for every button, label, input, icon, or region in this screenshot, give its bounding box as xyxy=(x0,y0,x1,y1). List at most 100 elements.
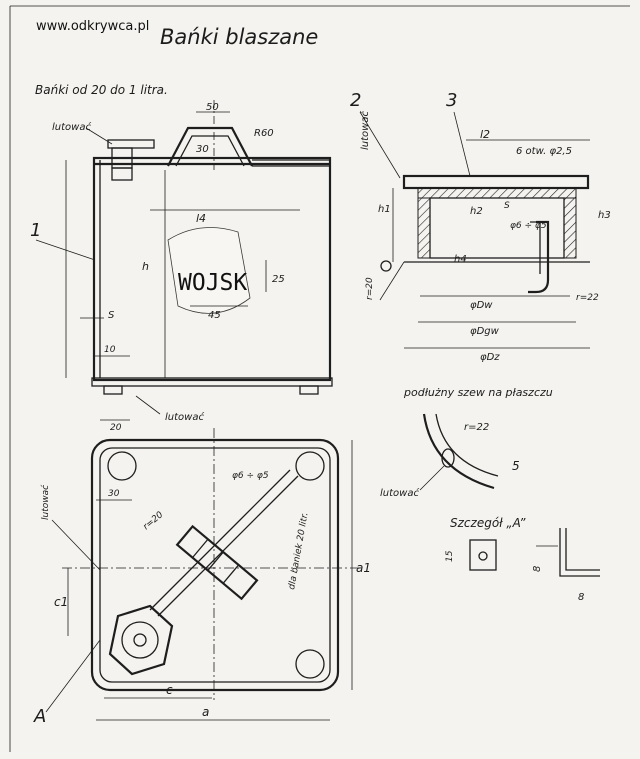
carry-handle xyxy=(167,126,253,167)
dim-r22-label-section: r=22 xyxy=(576,293,599,303)
section-hatched-left xyxy=(417,197,431,259)
plan-phi6-label: φ6 ÷ φ5 xyxy=(232,471,269,481)
dim-r20-label: r=20 xyxy=(365,277,375,300)
stamp-area xyxy=(167,227,251,314)
can-foot-left xyxy=(103,385,123,395)
seam-detail: podłużny szew na płaszczu r=22 5 lutować xyxy=(380,386,553,499)
detail-a-profile xyxy=(559,528,600,577)
lutowac-label-plan: lutować xyxy=(40,484,51,520)
dim-30-plan-label: 30 xyxy=(108,489,120,499)
dim-h3-label: h3 xyxy=(598,210,611,221)
plan-cap-circle xyxy=(121,621,159,659)
leader-lutowac-seam xyxy=(419,465,445,491)
view-number-1: 1 xyxy=(30,220,41,241)
dim-l4-label: l4 xyxy=(196,212,206,225)
seam-note: podłużny szew na płaszczu xyxy=(403,386,553,399)
detail-a-dim-15: 15 xyxy=(445,550,455,562)
leader-lutowac-plan xyxy=(51,519,101,571)
plan-cap-center xyxy=(133,633,147,647)
plan-hex-cap xyxy=(108,604,174,676)
dim-l2-label: l2 xyxy=(480,128,490,141)
seam-curve xyxy=(422,413,495,490)
lutowac-label-seam: lutować xyxy=(380,487,419,499)
dim-c-label: c xyxy=(166,683,173,697)
plan-handle-block xyxy=(175,524,259,601)
dim-30-label: 30 xyxy=(196,144,209,155)
plan-corner-br xyxy=(295,649,325,679)
lutowac-label-section: lutować xyxy=(359,111,371,150)
detail-a-dim-8: 8 xyxy=(532,566,543,572)
section-top-plate xyxy=(402,174,590,190)
dim-50-label: 50 xyxy=(206,102,219,113)
detail-a-profile-inner xyxy=(565,528,600,571)
dim-dw-label: φDw xyxy=(470,300,493,311)
leader-callout-a xyxy=(45,639,101,713)
detail-a-box xyxy=(469,539,497,571)
plan-callout-a: A xyxy=(33,706,46,727)
leader-lutowac-base xyxy=(135,395,161,415)
spout-pipe-inner xyxy=(530,221,541,274)
dim-a1-label: a1 xyxy=(356,561,371,575)
watermark: www.odkrywca.pl xyxy=(34,19,152,34)
cap-top xyxy=(107,139,155,149)
plan-view: a1 a c c1 30 φ6 ÷ φ5 r=20 dla baniek 20 … xyxy=(33,428,371,727)
section-wall-slope xyxy=(379,261,405,301)
view-1-side-elevation: 1 50 30 R60 lutować l4 h xyxy=(30,100,333,433)
can-base xyxy=(91,377,333,387)
carry-handle-inner xyxy=(175,135,245,167)
section-hatched-right xyxy=(563,197,577,259)
lutowac-label-base: lutować xyxy=(165,411,204,423)
detail-a: Szczegół „A” 15 8 8 xyxy=(445,516,600,603)
seam-r22-label: r=22 xyxy=(464,422,489,433)
view-number-3: 3 xyxy=(446,90,457,111)
phi6-label: φ6 ÷ φ5 xyxy=(510,221,547,231)
leader-lutowac-top xyxy=(85,127,113,145)
seam-s-label: 5 xyxy=(512,459,520,473)
leader-2 xyxy=(359,111,401,179)
dim-25-label: 25 xyxy=(272,274,285,285)
drawing-subtitle: Bańki od 20 do 1 litra. xyxy=(35,83,168,97)
otwor-label: 6 otw. φ2,5 xyxy=(516,146,572,157)
cap-collar xyxy=(111,167,133,181)
seam-fold xyxy=(441,448,455,468)
dim-dgw-label: φDgw xyxy=(470,326,500,337)
plan-corner-tl xyxy=(107,451,137,481)
dim-dz-label: φDz xyxy=(480,352,500,363)
detail-a-hole xyxy=(478,551,488,561)
dim-10-label: 10 xyxy=(104,345,116,355)
plan-handle-group xyxy=(175,524,259,601)
dim-s-label: S xyxy=(108,310,115,321)
section-hatched-top xyxy=(417,187,577,199)
dim-h1-label: h1 xyxy=(378,204,391,215)
plan-inner xyxy=(99,447,331,683)
leader-1 xyxy=(35,239,96,261)
section-inner-cavity xyxy=(429,197,565,259)
stamp-text: WOJSK xyxy=(178,270,247,296)
section-bead xyxy=(380,260,392,272)
plan-r20-label: r=20 xyxy=(142,510,166,532)
dim-s-label-2: S xyxy=(504,201,510,211)
dim-h-label: h xyxy=(142,260,149,273)
dim-h2-label: h2 xyxy=(470,206,483,217)
view-2-3-section: 2 3 l2 6 otw. φ2,5 φDw φDgw φDz h1 h2 h3… xyxy=(350,90,611,363)
view-number-2: 2 xyxy=(350,90,361,111)
can-foot-right xyxy=(299,385,319,395)
drawing-title: Bańki blaszane xyxy=(160,25,318,49)
dim-c1-label: c1 xyxy=(54,595,68,609)
dim-a-label: a xyxy=(202,705,209,719)
dim-20-label: 20 xyxy=(110,423,122,433)
dim-h4-label: h4 xyxy=(454,254,467,265)
dim-45-label: 45 xyxy=(208,310,221,321)
dim-r60-label: R60 xyxy=(254,128,274,139)
spout-pipe xyxy=(528,220,550,294)
plan-diagonal-note: dla baniek 20 litr. xyxy=(287,512,310,591)
detail-a-dim-8b: 8 xyxy=(578,592,584,603)
lutowac-label-top: lutować xyxy=(52,121,91,133)
plan-corner-tr xyxy=(295,451,325,481)
plan-diagonal-1 xyxy=(149,469,291,611)
detail-a-title: Szczegół „A” xyxy=(450,516,526,530)
plan-diagonal-2 xyxy=(157,475,299,617)
can-body-outline xyxy=(92,156,332,382)
plan-outer xyxy=(90,438,340,692)
